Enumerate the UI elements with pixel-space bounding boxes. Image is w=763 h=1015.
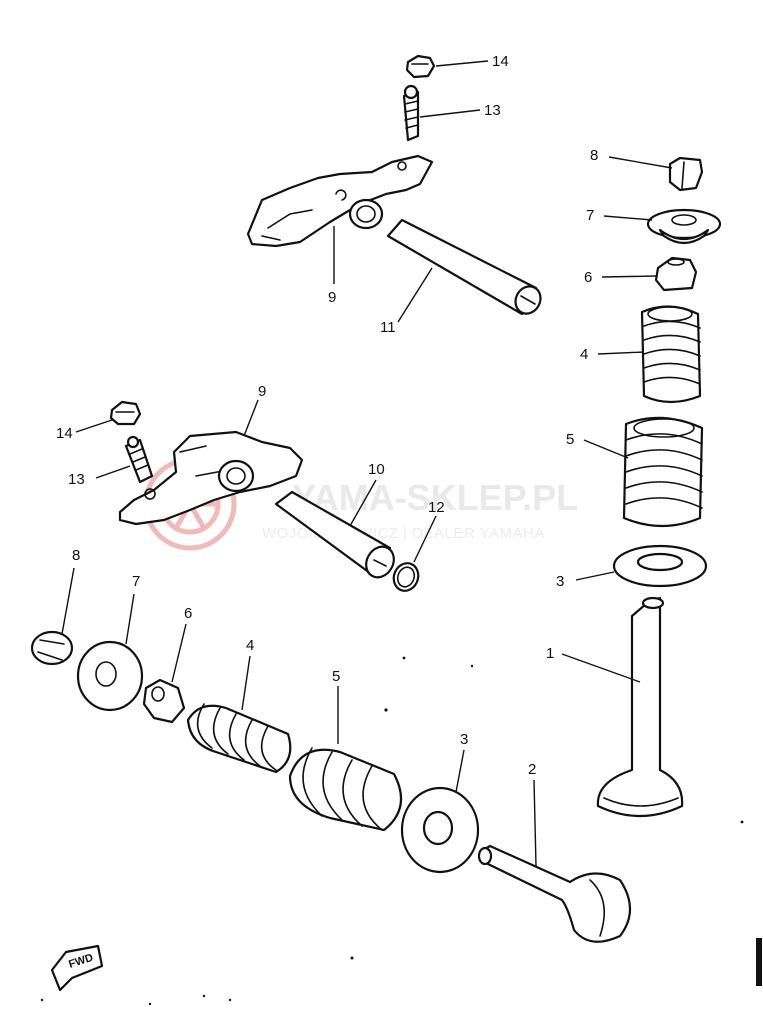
mid-shaft: [274, 490, 395, 579]
callout-left-retainer: 7: [132, 573, 140, 590]
callout-top-rocker-arm: 9: [328, 289, 336, 306]
callout-top-adjuster: 13: [484, 102, 501, 119]
callout-left-inner-spring: 4: [246, 637, 254, 654]
left-seal: [142, 678, 186, 724]
edge-bar: [756, 938, 762, 986]
watermark-brand: YAMA-SKLEP.PL: [292, 477, 578, 518]
callout-mid-adjuster: 13: [68, 471, 85, 488]
callout-right-inner-spring: 4: [580, 346, 588, 363]
callout-right-valve: 1: [546, 645, 554, 662]
mid-oring: [392, 562, 420, 592]
right-cotter: [668, 156, 704, 192]
right-valve: [596, 596, 684, 818]
top-nut: [405, 54, 436, 79]
top-rocker-arm: [246, 154, 434, 248]
callout-mid-rocker-arm: 9: [258, 383, 266, 400]
top-adjuster: [402, 84, 420, 142]
right-inner-spring: [640, 305, 702, 404]
top-shaft: [386, 218, 542, 316]
mid-rocker-arm: [118, 430, 304, 526]
callout-top-nut: 14: [492, 53, 509, 70]
left-seat: [400, 786, 480, 874]
mid-adjuster: [124, 435, 154, 484]
scan-specks: [40, 656, 744, 1006]
callout-left-valve: 2: [528, 761, 536, 778]
left-outer-spring: [288, 747, 403, 832]
callout-left-seal: 6: [184, 605, 192, 622]
left-retainer: [76, 640, 144, 712]
callout-mid-oring: 12: [428, 499, 445, 516]
callout-right-seat: 3: [556, 573, 564, 590]
right-retainer: [646, 208, 722, 245]
left-valve: [477, 844, 631, 943]
left-cotter: [30, 630, 74, 666]
callout-right-cotter: 8: [590, 147, 598, 164]
mid-nut: [109, 400, 142, 426]
callout-right-outer-spring: 5: [566, 431, 574, 448]
callout-numbers: 14 13 9 11 8 7 6 4 5 3 1 14 13 9 10 12 8…: [56, 53, 598, 778]
watermark-dealer: WOJCIECHOWICZ | DEALER YAMAHA: [262, 525, 545, 542]
callout-right-retainer: 7: [586, 207, 594, 224]
leader-lines: [61, 60, 673, 867]
fwd-direction-marker: FWD: [50, 944, 104, 992]
callout-mid-shaft: 10: [368, 461, 385, 478]
callout-right-seal: 6: [584, 269, 592, 286]
left-inner-spring: [186, 703, 292, 774]
right-outer-spring: [622, 416, 704, 528]
callout-top-shaft: 11: [380, 319, 396, 336]
callout-left-cotter: 8: [72, 547, 80, 564]
right-seal: [654, 256, 698, 292]
callout-left-outer-spring: 5: [332, 668, 340, 685]
callout-mid-nut: 14: [56, 425, 73, 442]
right-seat: [612, 544, 708, 588]
callout-left-seat: 3: [460, 731, 468, 748]
